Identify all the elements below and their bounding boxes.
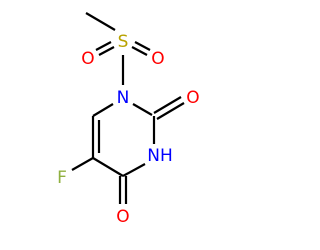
bond-s-o-right-b <box>134 41 151 51</box>
bond-c2-o-b <box>156 102 185 120</box>
atom-labels: S O O N O NH O F <box>57 32 200 227</box>
atom-sulfur: S <box>118 32 129 52</box>
atom-sulfonyl-oxygen-left: O <box>81 49 94 69</box>
atom-carbonyl-oxygen-upper: O <box>186 88 199 108</box>
atom-ring-nh: NH <box>147 146 173 166</box>
bond-c4-c5 <box>92 157 124 177</box>
bond-s-o-left-b <box>95 41 112 51</box>
bond-methyl-s <box>85 12 116 31</box>
bond-n1-c2 <box>132 103 153 116</box>
bond-s-o-right-a <box>131 46 148 56</box>
molecule-diagram: S O O N O NH O F <box>57 12 200 227</box>
atom-ring-nitrogen-1: N <box>117 88 130 108</box>
bond-s-o-left-a <box>98 46 115 56</box>
atom-fluorine: F <box>57 168 67 188</box>
bond-c2-o-a <box>153 96 182 114</box>
atom-sulfonyl-oxygen-right: O <box>151 49 164 69</box>
atom-carbonyl-oxygen-lower: O <box>116 207 129 227</box>
bond-n3-c4 <box>122 163 146 177</box>
molecule-structure: S O O N O NH O F <box>57 12 200 227</box>
bonds <box>71 12 185 204</box>
bond-c6-n1 <box>92 103 114 117</box>
bond-c5-f <box>71 157 94 171</box>
